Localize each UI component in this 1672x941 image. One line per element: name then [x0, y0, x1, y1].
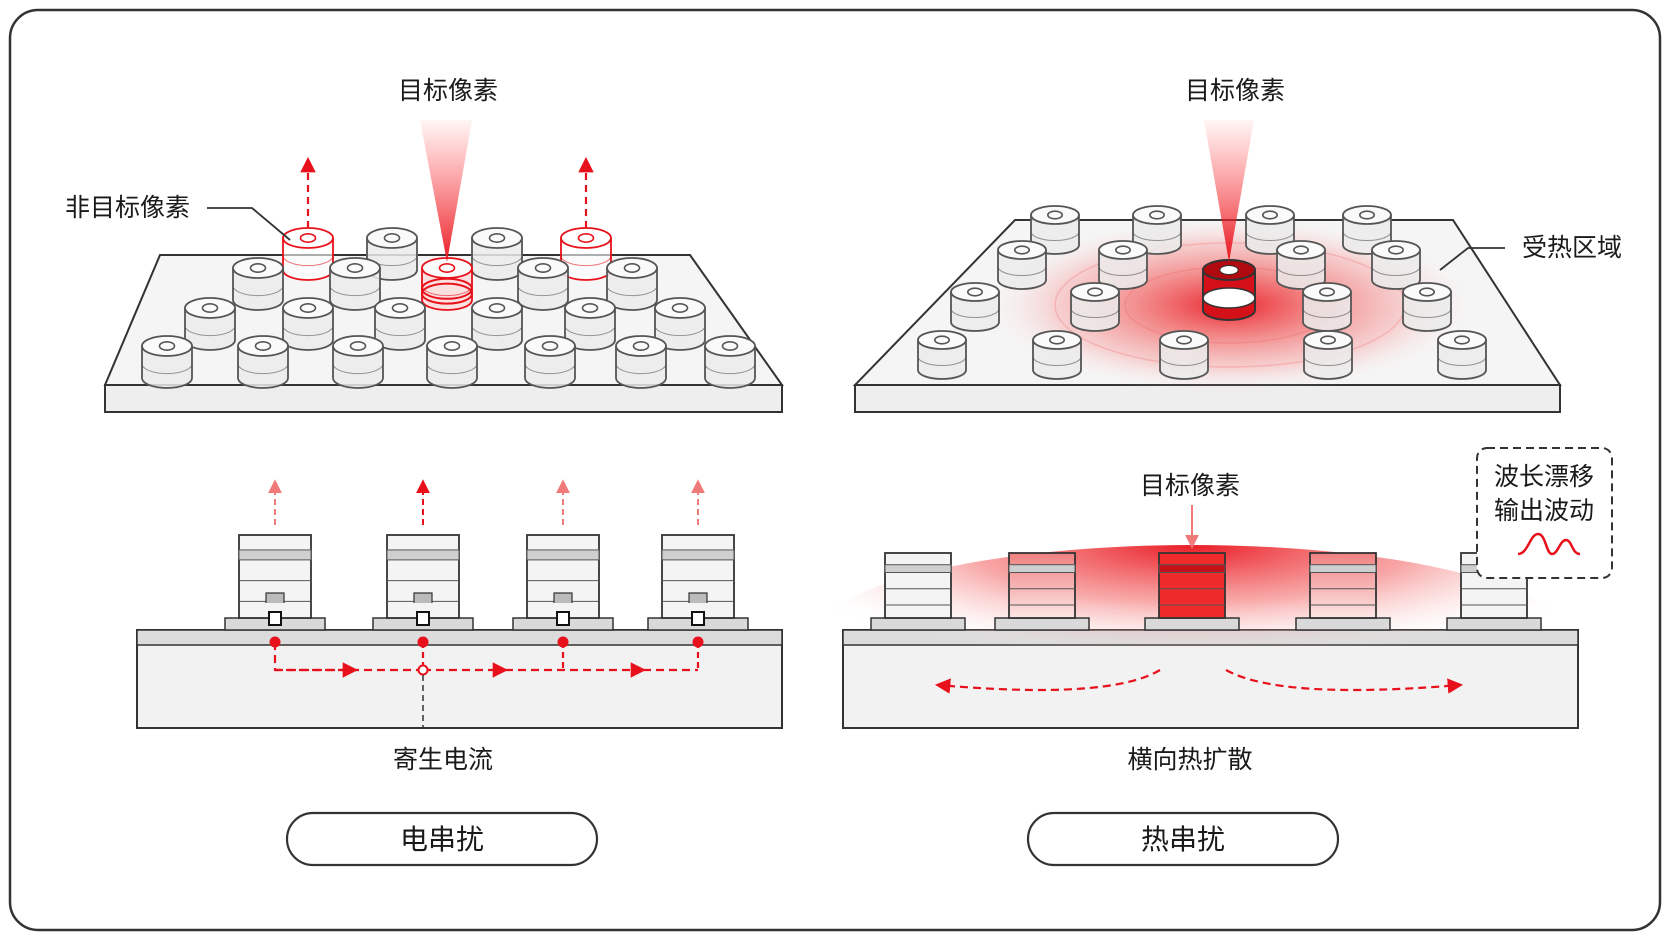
left-cross-section [136, 479, 783, 729]
pixel [1371, 240, 1421, 290]
pixel [282, 297, 334, 351]
section-pixel [1295, 552, 1391, 631]
pixel [1032, 330, 1082, 380]
section-pixel [224, 534, 326, 631]
right-section-target-label: 目标像素 [1140, 471, 1240, 500]
target-laser-beam [1204, 120, 1254, 262]
section-pixel [512, 534, 614, 631]
pixel [237, 335, 289, 389]
pixel [232, 257, 284, 311]
right-section-caption: 横向热扩散 [1127, 745, 1252, 774]
target-pixel [1202, 259, 1256, 321]
wave-icon [1517, 532, 1581, 556]
pixel [1302, 282, 1352, 332]
pixel [1159, 330, 1209, 380]
heat-spread-arrow-left [934, 669, 1161, 694]
right-target-label: 目标像素 [1185, 76, 1285, 105]
section-pixel [372, 534, 474, 631]
pixel [517, 257, 569, 311]
thermal-crosstalk-label: 热串扰 [1141, 823, 1225, 856]
electrical-crosstalk-label: 电串扰 [400, 823, 484, 856]
heated-region-label: 受热区域 [1522, 233, 1622, 262]
pixel [471, 297, 523, 351]
left-3d-array [103, 120, 784, 413]
section-pixel [647, 534, 749, 631]
pixel [564, 297, 616, 351]
pixel [141, 335, 193, 389]
left-target-label: 目标像素 [398, 76, 498, 105]
pixel [615, 335, 667, 389]
pixel [1132, 205, 1182, 255]
pixel [329, 257, 381, 311]
nontarget-leader [207, 207, 291, 241]
pixel [524, 335, 576, 389]
pixel [1437, 330, 1487, 380]
section-pixel [994, 552, 1090, 631]
pixel [374, 297, 426, 351]
pixel [1070, 282, 1120, 332]
right-3d-array [852, 120, 1562, 413]
section-pixel [870, 552, 966, 631]
pixel [1402, 282, 1452, 332]
nontarget-pixel [282, 227, 334, 281]
drift-box-line1: 波长漂移 [1494, 462, 1594, 491]
pixel [1030, 205, 1080, 255]
pixel [332, 335, 384, 389]
left-section-caption: 寄生电流 [393, 745, 493, 774]
target-laser-beam [420, 120, 472, 262]
pixel [471, 227, 523, 281]
pixel [917, 330, 967, 380]
nontarget-label: 非目标像素 [65, 193, 190, 222]
pixel [950, 282, 1000, 332]
pixel [704, 335, 756, 389]
electrical-crosstalk-button[interactable]: 电串扰 [285, 811, 599, 867]
pixel [426, 335, 478, 389]
heat-spread-arrow-right [1225, 669, 1464, 694]
section-pixel [1144, 552, 1240, 631]
outer-frame [8, 8, 1662, 932]
right-cross-section [812, 505, 1579, 735]
pixel [1098, 240, 1148, 290]
pixel [606, 257, 658, 311]
pixel [1303, 330, 1353, 380]
target-pixel [421, 257, 473, 311]
heated-leader [1439, 247, 1505, 271]
thermal-crosstalk-button[interactable]: 热串扰 [1026, 811, 1340, 867]
pixel [1276, 240, 1326, 290]
pixel [997, 240, 1047, 290]
pixel [184, 297, 236, 351]
drift-box-line2: 输出波动 [1494, 496, 1594, 525]
wavelength-drift-box: 波长漂移 输出波动 [1476, 447, 1613, 579]
lateral-heat-region [812, 545, 1572, 735]
